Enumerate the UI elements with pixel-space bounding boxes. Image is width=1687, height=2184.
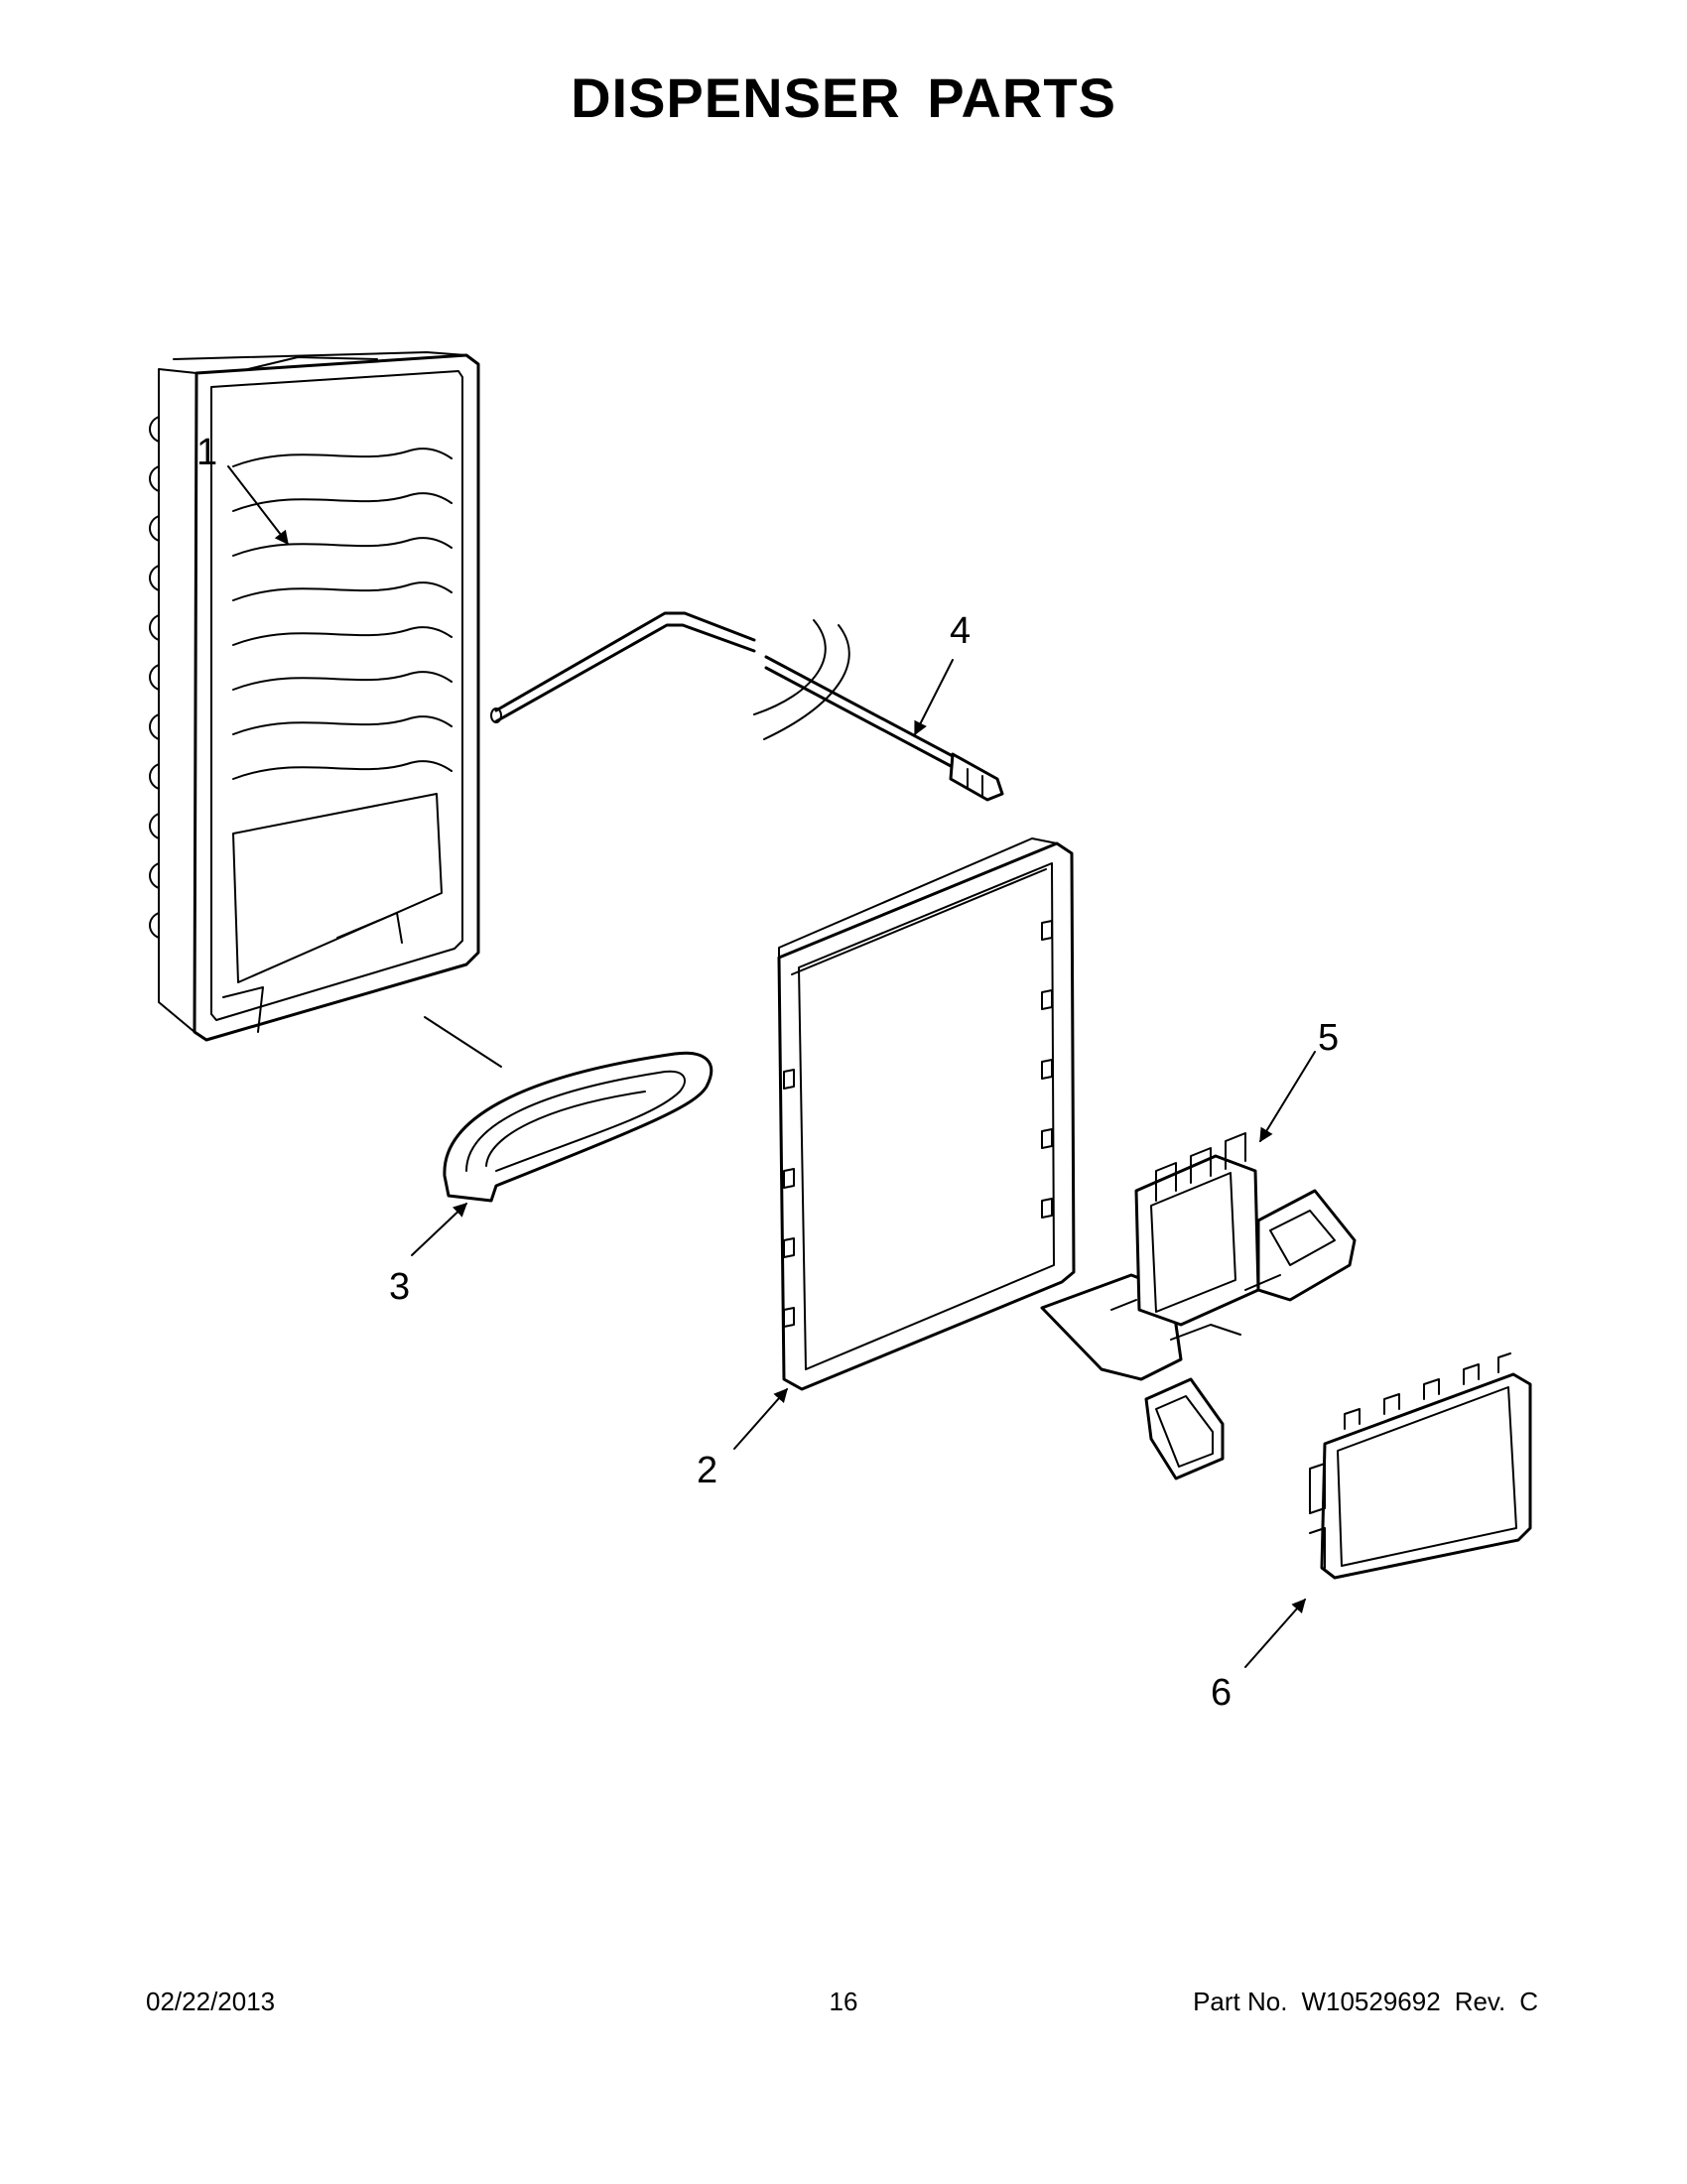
footer-date: 02/22/2013	[146, 1987, 276, 2016]
callout-label-3: 3	[389, 1266, 410, 1308]
part-1-ice-bin-housing	[149, 351, 480, 1042]
callout-arrow-4	[914, 659, 954, 736]
part-no-label: Part No.	[1193, 1987, 1288, 2016]
callout-label-5: 5	[1318, 1017, 1339, 1059]
callout-label-4: 4	[950, 610, 971, 652]
callout-label-6: 6	[1211, 1672, 1232, 1714]
callout-label-2: 2	[697, 1450, 717, 1491]
part-no-value: W10529692	[1301, 1987, 1441, 2016]
part-2-dispenser-frame	[777, 837, 1076, 1391]
callout-label-1: 1	[196, 432, 217, 473]
callout-arrow-3	[411, 1203, 468, 1256]
callout-arrow-6	[1244, 1598, 1306, 1668]
callout-arrows	[227, 465, 1316, 1668]
rev-label: Rev.	[1454, 1987, 1506, 2016]
callout-arrow-2	[733, 1387, 788, 1450]
rev-value: C	[1519, 1987, 1538, 2016]
footer-part-number: Part No. W10529692 Rev. C	[1193, 1987, 1538, 2017]
callout-arrow-1	[227, 465, 289, 546]
part-6-front-cover-panel	[1309, 1352, 1532, 1580]
callout-arrow-5	[1259, 1051, 1316, 1143]
part-5-dispenser-control-module	[1040, 1132, 1357, 1480]
footer-page-number: 16	[829, 1987, 858, 2016]
page-title: DISPENSER PARTS	[571, 66, 1116, 129]
part-4-water-tube	[490, 611, 1004, 802]
part-3-chute-door	[424, 1016, 714, 1203]
